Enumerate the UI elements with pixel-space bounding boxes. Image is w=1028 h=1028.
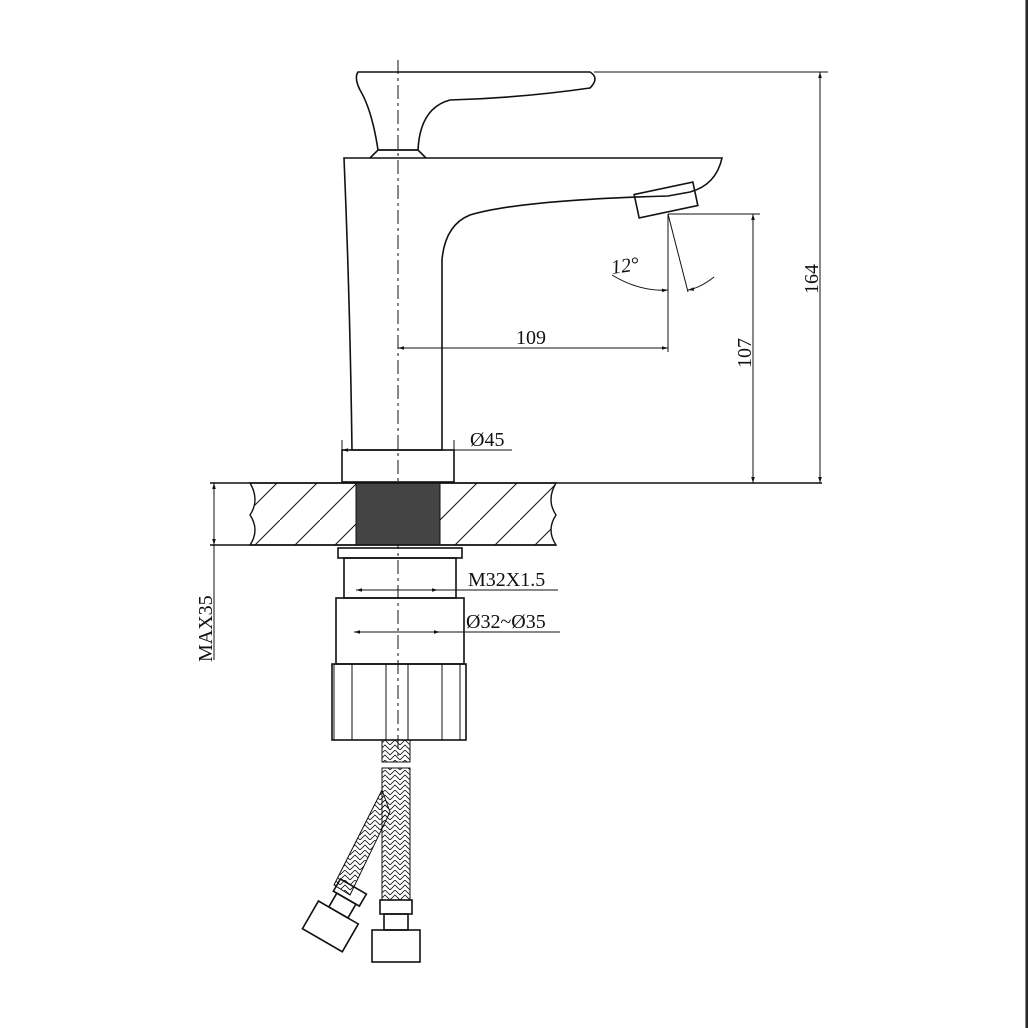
dim-spout-angle: 12° — [610, 253, 641, 279]
dim-spout-height: 107 — [734, 338, 756, 368]
mounting-nut — [331, 547, 467, 741]
threaded-shank — [355, 482, 441, 546]
dim-base-diameter: Ø45 — [470, 429, 504, 451]
faucet-body — [341, 157, 723, 483]
frame-border — [1025, 0, 1028, 1028]
dim-max-thickness: MAX35 — [195, 595, 217, 662]
supply-hoses — [301, 739, 421, 963]
dim-hole-diameter: Ø32~Ø35 — [466, 611, 546, 633]
dim-spout-reach: 109 — [516, 327, 546, 349]
aerator — [633, 181, 699, 219]
countertop-section — [210, 482, 822, 546]
dim-total-height: 164 — [801, 264, 823, 294]
handle — [355, 71, 596, 159]
dim-thread: M32X1.5 — [468, 569, 545, 591]
